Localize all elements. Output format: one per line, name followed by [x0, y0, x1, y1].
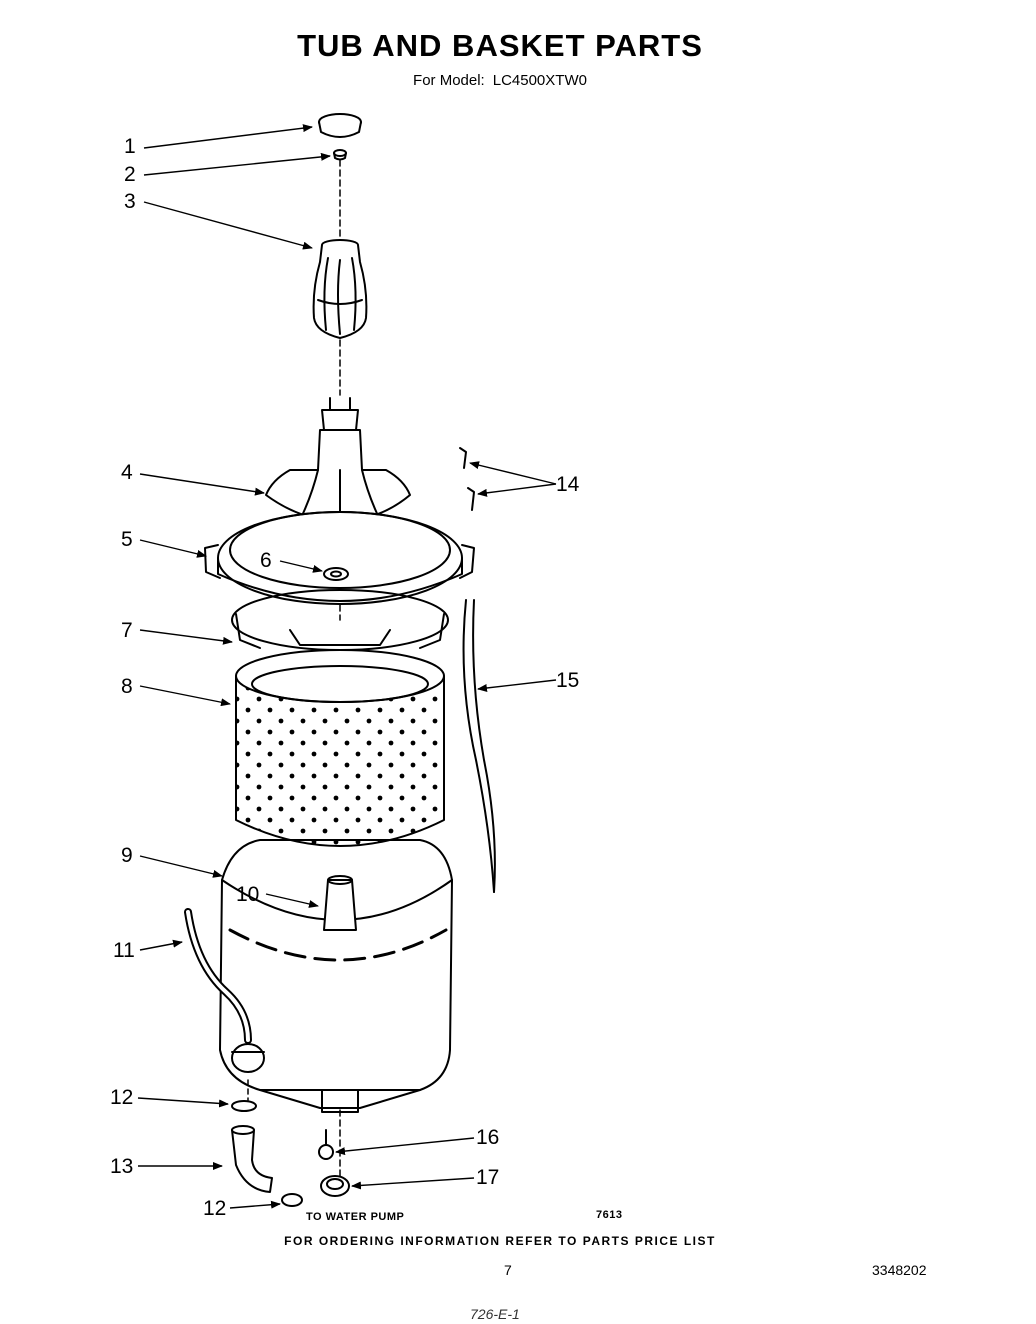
handwritten-mark: 726-E-1 — [470, 1306, 520, 1322]
callout-6: 6 — [260, 549, 272, 572]
callout-10: 10 — [236, 883, 260, 906]
part-3-agitator-cap — [312, 239, 368, 339]
callout-3: 3 — [124, 190, 136, 213]
drain-fitting — [231, 1043, 265, 1073]
callout-13: 13 — [110, 1155, 134, 1178]
part-11-hose — [184, 908, 252, 1044]
part-8-basket — [235, 649, 445, 847]
model-number: LC4500XTW0 — [492, 72, 587, 89]
part-12-clamp-lower — [281, 1193, 303, 1207]
callout-4: 4 — [121, 461, 133, 484]
callout-9: 9 — [121, 844, 133, 867]
model-prefix: For Model: — [413, 72, 485, 89]
part-5-tub-ring — [204, 511, 475, 605]
part-13-drain-hose — [231, 1125, 273, 1193]
callout-2: 2 — [124, 163, 136, 186]
document-number: 3348202 — [872, 1262, 927, 1278]
figure-code: 7613 — [596, 1209, 623, 1221]
callout-12: 12 — [110, 1086, 134, 1109]
callout-15: 15 — [556, 669, 580, 692]
callout-8: 8 — [121, 675, 133, 698]
callout-7: 7 — [121, 619, 133, 642]
part-17-bearing — [320, 1175, 350, 1197]
part-1-cap — [318, 113, 362, 138]
page-title: TUB AND BASKET PARTS — [297, 28, 703, 63]
callout-16: 16 — [476, 1126, 500, 1149]
callout-17: 17 — [476, 1166, 500, 1189]
to-water-pump-label: TO WATER PUMP — [306, 1211, 405, 1223]
callout-1: 1 — [124, 135, 136, 158]
part-12-clamp — [231, 1100, 257, 1112]
model-line: For Model: LC4500XTW0 — [0, 72, 1000, 89]
callout-11: 11 — [113, 939, 135, 962]
callout-5: 5 — [121, 528, 133, 551]
part-14-clips — [459, 447, 475, 511]
part-15-baffle — [462, 599, 496, 893]
ordering-note: FOR ORDERING INFORMATION REFER TO PARTS … — [284, 1234, 716, 1248]
callout-14: 14 — [556, 473, 580, 496]
part-4-agitator — [265, 397, 411, 523]
part-6-nut — [323, 567, 349, 581]
part-2-seal — [333, 149, 347, 161]
page-number: 7 — [504, 1262, 512, 1278]
part-16-bolt — [318, 1129, 334, 1160]
callout-12-lower: 12 — [203, 1197, 227, 1220]
part-10-spline — [323, 875, 357, 931]
